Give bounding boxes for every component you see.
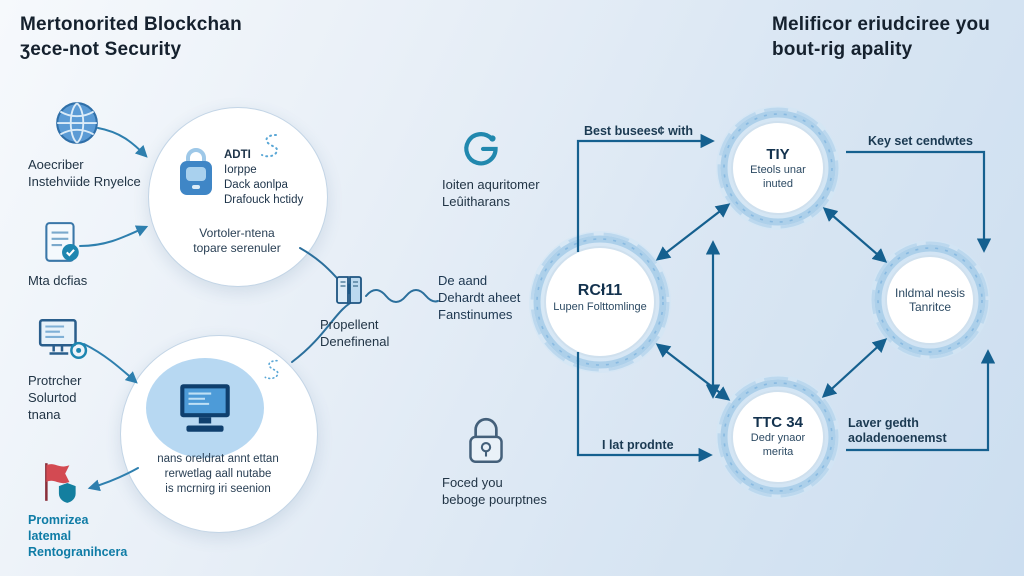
network-diagonal-arrows (655, 203, 888, 401)
top-circle-heading-line2: Iorppe (224, 164, 257, 176)
page-title-left-line1: Mertonorited Blockchan (20, 14, 242, 35)
bottom-circle-caption-line2: rerwetlag aall nutabe (164, 468, 272, 480)
computer-icon (146, 358, 264, 458)
top-circle-caption: Vortoler-ntena topare serenuler (158, 226, 316, 256)
left-item-3-line3: tnana (28, 407, 61, 422)
bottom-circle-caption-line1: nans oreldrat annt ettan (157, 453, 279, 465)
book-label-line1: Propellent (320, 317, 379, 332)
globe-icon (52, 98, 102, 148)
top-circle-heading-line3: Dack aonlpa (224, 179, 288, 191)
node-inldmal-sub1: Inldmal nesis (894, 286, 966, 300)
notes-line1: De aand (438, 273, 488, 288)
partner-label: Ioiten aquritomer Leûitharans (442, 176, 572, 210)
bottom-circle-caption: nans oreldrat annt ettan rerwetlag aall … (130, 452, 306, 497)
node-tiy: TIY Eteols unar inuted (718, 146, 838, 191)
top-circle-caption-line1: Vortoler-ntena (199, 226, 275, 240)
top-circle-heading: ADTI Iorppe Dack aonlpa Drafouck hctidy (224, 148, 320, 208)
lock-label-line1: Foced you (442, 475, 503, 490)
page-title-right-line2: bout-rig apality (772, 39, 913, 60)
edge-label-bottom-right-line2: aoladenoenemst (848, 431, 947, 445)
notes-line3: Fanstinumes (438, 307, 513, 322)
left-item-label-4: Promrizea latemal Rentogranihcera (28, 512, 158, 560)
page-title-left-line2: ʒece-not Security (20, 39, 182, 60)
left-item-label-2: Mta dcfias (28, 272, 148, 289)
bottom-circle-caption-line3: is mcrnirg iri seenion (165, 483, 271, 495)
left-item-1-line1: Aoecriber (28, 157, 84, 172)
node-tiy-title: TIY (766, 146, 790, 163)
left-item-4-line3: Rentogranihcera (28, 545, 128, 559)
page-title-left: Mertonorited Blockchan ʒece-not Security (20, 12, 242, 62)
left-item-label-1: Aoecriber Instehviide Rnyelce (28, 156, 158, 190)
edge-label-bottom-left: I lat prodnte (602, 438, 674, 452)
lock-label-line2: beboge pourptnes (442, 492, 547, 507)
left-item-3-line2: Solurtod (28, 390, 77, 405)
node-rc11-sub1: Lupen Folttomlinge (553, 301, 647, 313)
page-title-right: Melificor eriudciree you bout-rig apalit… (772, 12, 990, 62)
top-process-circle (148, 107, 328, 287)
top-circle-heading-line4: Drafouck hctidy (224, 194, 304, 206)
top-circle-heading-line1: ADTI (224, 149, 251, 161)
node-tiy-sub2: inuted (763, 178, 793, 190)
notes-text: De aand Dehardt aheet Fanstinumes (438, 272, 548, 323)
left-item-4-line1: Promrizea (28, 513, 89, 527)
node-inldmal: Inldmal nesis Tanritce (870, 286, 990, 314)
notes-line2: Dehardt aheet (438, 290, 521, 305)
node-ttc34: TTC 34 Dedr ynaor merita (718, 414, 838, 459)
edge-label-top-right: Key set cendwtes (868, 134, 973, 148)
shield-flag-icon (38, 458, 84, 506)
edge-label-bottom-right: Laver gedth aoladenoenemst (848, 416, 947, 446)
left-item-2-line1: Mta dcfias (28, 273, 88, 288)
left-item-3-line1: Protrcher (28, 373, 82, 388)
top-circle-caption-line2: topare serenuler (193, 241, 281, 255)
node-tiy-sub1: Eteols unar (750, 164, 806, 176)
device-lock-icon (176, 146, 216, 200)
node-ttc34-sub1: Dedr ynaor (750, 432, 806, 444)
node-ttc34-sub2: merita (762, 446, 794, 458)
lock-label: Foced you beboge pourptnes (442, 474, 572, 508)
book-icon (334, 272, 364, 308)
sparkle-swirl-icon-2 (262, 356, 282, 382)
page-title-right-line1: Melificor eriudciree you (772, 14, 991, 35)
document-check-icon (40, 220, 82, 266)
edge-label-top-left: Best busees¢ with (584, 124, 694, 138)
left-item-label-3: Protrcher Solurtod tnana (28, 372, 148, 423)
g-logo-icon (458, 126, 506, 174)
book-label: Propellent Denefinenal (320, 316, 430, 350)
partner-line1: Ioiten aquritomer (442, 177, 540, 192)
node-ttc34-title: TTC 34 (752, 414, 803, 431)
edge-label-bottom-right-line1: Laver gedth (848, 416, 919, 430)
left-item-1-line2: Instehviide Rnyelce (28, 174, 141, 189)
padlock-icon (460, 412, 512, 470)
partner-line2: Leûitharans (442, 194, 510, 209)
book-label-line2: Denefinenal (320, 334, 390, 349)
node-rc11: RCł11 Lupen Folttomlinge (538, 282, 662, 314)
node-inldmal-sub2: Tanritce (908, 300, 952, 314)
left-item-4-line2: latemal (28, 529, 72, 543)
monitor-gear-icon (36, 316, 88, 362)
node-rc11-title: RCł11 (577, 282, 623, 299)
